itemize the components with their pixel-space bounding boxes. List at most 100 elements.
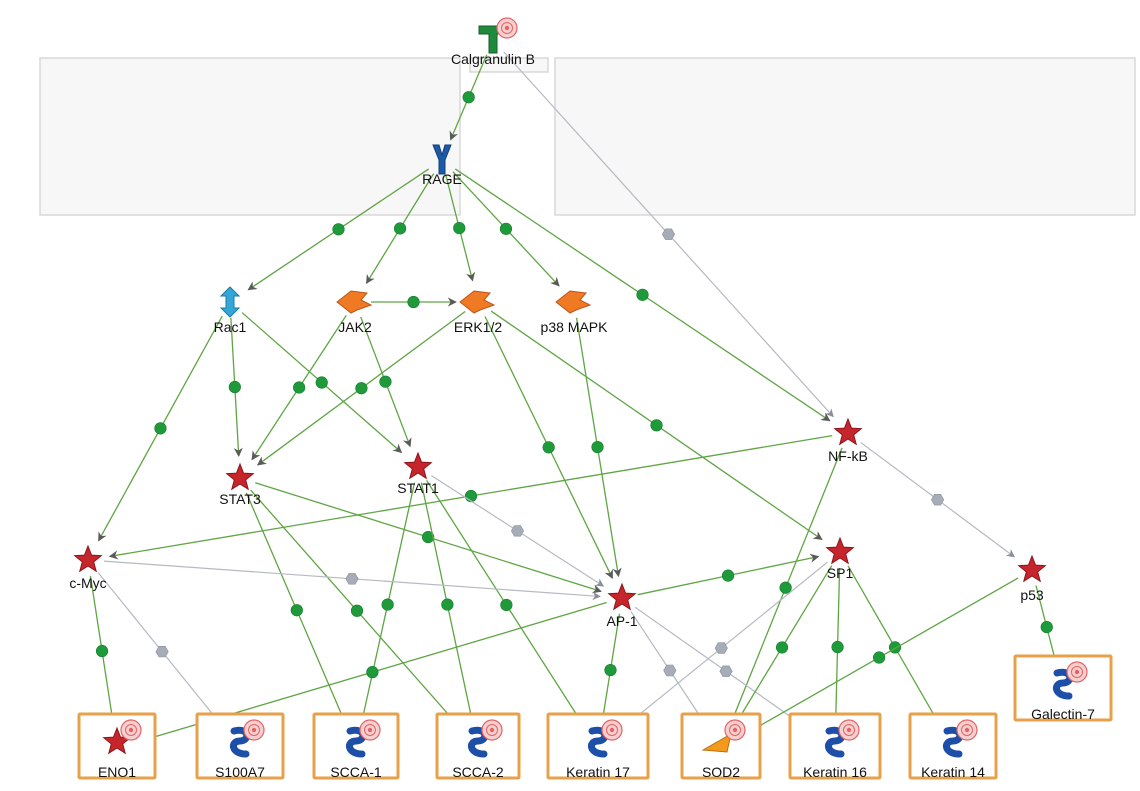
activation-badge-icon [379,375,392,388]
node-label: Keratin 17 [566,764,630,780]
activation-badge-icon [453,221,466,235]
node-jak2[interactable]: JAK2 [336,290,373,335]
node-erk12[interactable]: ERK1/2 [454,290,502,335]
edge-rac1-to-stat1 [241,312,403,454]
node-nf-kb[interactable]: NF-kB [828,417,868,464]
node-label: Keratin 14 [921,764,985,780]
edge-jak2-to-stat1 [360,316,412,448]
node-sp1[interactable]: SP1 [825,536,855,581]
transcription-factor-icon [1017,554,1047,583]
node-label: ERK1/2 [454,319,502,335]
node-eno1[interactable]: ENO1 [98,719,142,780]
node-keratin-16[interactable]: Keratin 16 [803,719,867,780]
activation-badge-icon [604,663,617,677]
node-stat3[interactable]: STAT3 [219,462,261,507]
node-keratin-14[interactable]: Keratin 14 [921,719,985,780]
node-label: SCCA-2 [452,764,504,780]
activation-badge-icon [775,641,789,654]
edge-ap-1-to-keratin-17 [598,613,621,728]
activation-badge-icon [293,381,306,394]
edge-nf-kb-to-c-myc [108,434,833,560]
edge-c-myc-to-s100a7 [97,572,227,732]
kinase-icon [555,290,592,314]
edge-stat1-to-keratin-17 [426,480,587,731]
activation-badge-icon [464,489,478,503]
edge-ap-1-to-sp1 [637,553,820,596]
edge-sp1-to-sod2 [731,565,833,730]
edge-stat3-to-scca-2 [250,489,465,733]
activation-badge-icon [154,422,167,435]
node-calgranulin-b[interactable]: Calgranulin B [451,17,535,67]
edge-rage-to-p38-mapk [452,171,560,287]
activation-badge-icon [542,441,555,454]
edge-sp1-to-keratin-14 [847,565,943,730]
activation-badge-icon [290,604,303,617]
transcription-factor-icon [607,582,637,611]
edge-rage-to-nf-kb [454,168,831,422]
node-label: Galectin-7 [1031,706,1095,722]
drug-target-icon [496,17,518,39]
activation-badge-icon [591,440,604,454]
edge-rage-to-rac1 [247,168,430,291]
activation-badge-icon [381,598,394,611]
unspecified-badge-icon [719,665,733,677]
kinase-icon [459,290,496,314]
transcription-factor-icon [73,544,103,573]
node-scca-2[interactable]: SCCA-2 [452,719,504,780]
node-label: SP1 [827,565,854,581]
drug-target-icon [359,719,381,741]
node-scca-1[interactable]: SCCA-1 [330,719,382,780]
unspecified-badge-icon [510,525,525,537]
edge-stat1-to-scca-1 [358,482,416,728]
edge-ap-1-to-keratin-16 [634,606,818,736]
node-label: p38 MAPK [541,319,609,335]
drug-target-icon [601,719,623,741]
node-sod2[interactable]: SOD2 [701,719,746,780]
node-label: Keratin 16 [803,764,867,780]
node-c-myc[interactable]: c-Myc [69,544,107,591]
activation-badge-icon [228,380,241,394]
edge-rage-to-jak2 [365,173,435,285]
node-rac1[interactable]: Rac1 [214,286,247,335]
node-p38-mapk[interactable]: p38 MAPK [541,290,609,335]
edge-erk12-to-ap-1 [484,316,613,580]
activation-badge-icon [779,581,792,594]
node-label: Calgranulin B [451,51,535,67]
transcription-factor-icon [403,451,433,480]
node-label: p53 [1020,587,1044,603]
edge-nf-kb-to-p53 [860,442,1016,558]
activation-badge-icon [1040,620,1053,634]
edge-p38-mapk-to-ap-1 [575,317,622,578]
activation-badge-icon [721,569,735,582]
edge-p53-to-sod2 [739,577,1019,738]
activation-badge-icon [650,419,663,432]
node-p53[interactable]: p53 [1017,554,1047,603]
node-s100a7[interactable]: S100A7 [215,719,265,780]
unspecified-badge-icon [663,664,677,677]
activation-badge-icon [636,288,649,301]
activation-badge-icon [315,376,328,389]
drug-target-icon [120,719,142,741]
activation-badge-icon [407,295,420,309]
node-ap-1[interactable]: AP-1 [606,582,638,629]
node-rage[interactable]: RAGE [422,144,462,187]
activation-badge-icon [499,222,513,235]
node-label: SCCA-1 [330,764,382,780]
edge-nf-kb-to-sod2 [728,447,843,729]
activation-badge-icon [355,382,368,395]
edge-erk12-to-sp1 [490,310,823,541]
edge-stat1-to-scca-2 [420,482,477,728]
edge-sp1-to-keratin-16 [831,567,844,727]
node-galectin-7[interactable]: Galectin-7 [1031,661,1095,722]
node-label: RAGE [422,171,462,187]
node-keratin-17[interactable]: Keratin 17 [566,719,630,780]
node-stat1[interactable]: STAT1 [397,451,439,496]
node-label: STAT1 [397,480,439,496]
node-label: STAT3 [219,491,261,507]
unspecified-badge-icon [345,573,359,585]
edge-c-myc-to-ap-1 [103,560,601,601]
activation-badge-icon [462,91,475,104]
drug-target-icon [724,719,746,741]
edge-jak2-to-stat3 [251,315,347,461]
edge-calgranulin-b-to-nf-kb [503,51,834,418]
